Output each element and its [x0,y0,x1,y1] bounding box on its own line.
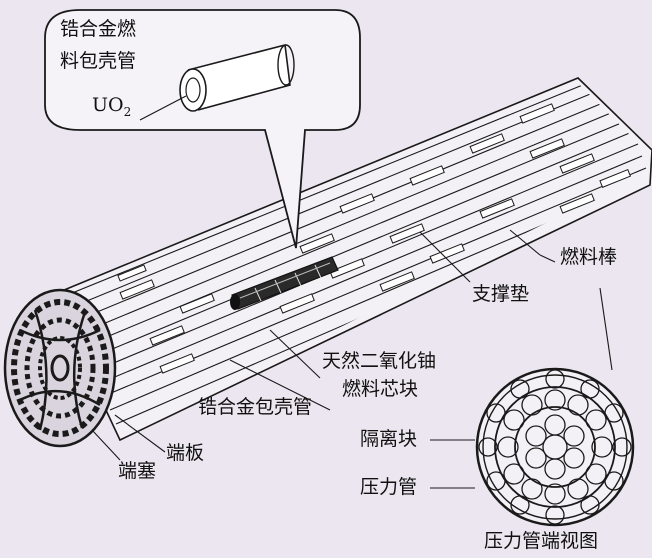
end-plug-label: 端塞 [118,460,157,482]
pressure-tube-label: 压力管 [360,476,418,498]
separator-block-label: 隔离块 [360,428,418,450]
cladding-label: 锆合金包壳管 [198,396,313,418]
end-view-caption: 压力管端视图 [484,530,599,552]
uo2-main: UO [92,94,124,116]
pellet-stack [230,256,339,310]
callout-label-line1: 锆合金燃 [60,18,137,40]
uo2-sub: 2 [123,104,132,119]
cladding-callout [44,9,361,249]
pressure-tube-end-view [475,367,635,527]
bundle-end-face [3,288,117,448]
fuel-rod-label: 燃料棒 [560,246,618,268]
leader-lines [91,229,613,489]
end-plate-label: 端板 [166,442,205,464]
uo2-label: UO2 [92,96,131,118]
fuel-bundle-body [50,77,652,442]
spacer-pad-label: 支撑垫 [472,283,530,305]
pellet-label-line2: 燃料芯块 [342,378,419,400]
pellet-label-line1: 天然二氧化铀 [322,350,437,372]
callout-label-line2: 料包壳管 [60,50,137,72]
